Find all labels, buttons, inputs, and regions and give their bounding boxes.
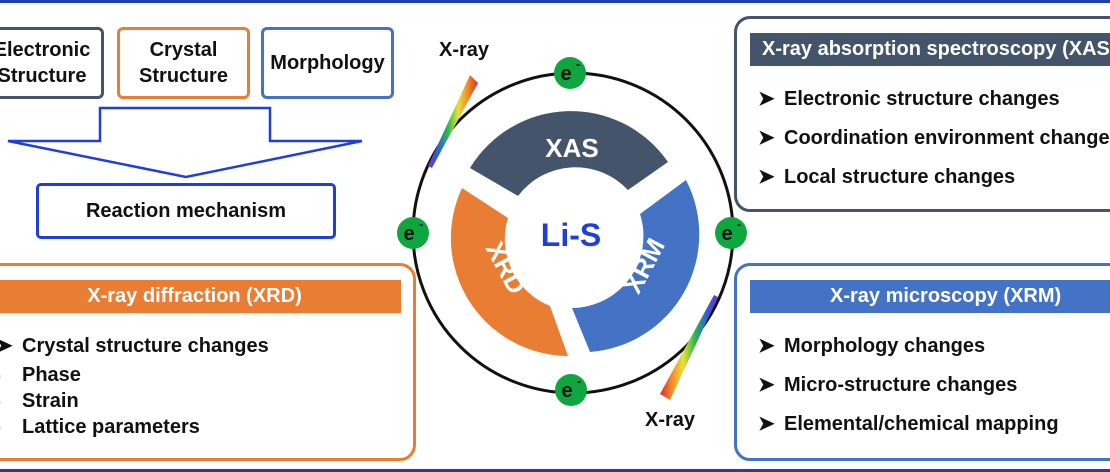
xas-segment-label: XAS <box>545 133 598 163</box>
xrm-item-text: Micro-structure changes <box>784 374 1018 396</box>
electron-label: e <box>561 380 572 402</box>
xas-segment <box>470 111 668 196</box>
xrd-sub-item: ▪Phase <box>0 364 81 387</box>
xrd-sub-text: Lattice parameters <box>22 416 200 438</box>
crystal-structure-box: Crystal Structure <box>117 27 250 99</box>
xrd-segment <box>450 188 568 356</box>
electron-label: e <box>560 63 571 85</box>
xrd-sub-item: ▪Strain <box>0 390 79 413</box>
electron-charge: - <box>737 216 742 232</box>
xas-item-text: Electronic structure changes <box>784 88 1060 110</box>
electron-label: e <box>721 223 732 245</box>
xrd-main-item: ➤ Crystal structure changes <box>0 333 269 358</box>
electron-icon: e - <box>715 216 747 249</box>
xrd-header: X-ray diffraction (XRD) <box>0 280 401 313</box>
xas-item: ➤ Coordination environment changes <box>758 125 1110 150</box>
arrowhead-bullet-icon: ➤ <box>758 335 775 357</box>
xrd-main-text: Crystal structure changes <box>22 335 269 357</box>
electronic-structure-box: Electronic Structure <box>0 27 104 99</box>
crystal-structure-label: Crystal Structure <box>139 39 228 87</box>
reaction-mechanism-box: Reaction mechanism <box>36 183 336 239</box>
xrd-title: X-ray diffraction (XRD) <box>87 285 302 307</box>
electron-charge: - <box>576 56 581 72</box>
square-bullet-icon: ▪ <box>0 420 22 436</box>
electron-icon: e - <box>554 56 586 89</box>
xrm-header: X-ray microscopy (XRM) <box>750 280 1110 313</box>
xrm-segment <box>572 180 700 352</box>
square-bullet-icon: ▪ <box>0 394 22 410</box>
center-label: Li-S <box>541 217 601 253</box>
xas-header: X-ray absorption spectroscopy (XAS) <box>750 33 1110 66</box>
xrd-sub-text: Phase <box>22 364 81 386</box>
morphology-box: Morphology <box>261 27 394 99</box>
xrm-title: X-ray microscopy (XRM) <box>830 285 1062 307</box>
arrowhead-bullet-icon: ➤ <box>758 374 775 396</box>
electron-label: e <box>403 223 414 245</box>
xray-top-label: X-ray <box>439 39 490 61</box>
square-bullet-icon: ▪ <box>0 368 22 384</box>
xrm-item-text: Morphology changes <box>784 335 986 357</box>
xas-item-text: Coordination environment changes <box>784 127 1110 149</box>
center-hub <box>517 181 627 291</box>
xrd-sub-item: ▪Lattice parameters <box>0 416 200 439</box>
arrowhead-bullet-icon: ➤ <box>758 127 775 149</box>
xas-item-text: Local structure changes <box>784 166 1016 188</box>
electron-icon: e - <box>555 373 587 406</box>
xas-item: ➤ Electronic structure changes <box>758 86 1060 111</box>
electron-charge: - <box>577 373 582 389</box>
xrm-item: ➤ Micro-structure changes <box>758 372 1017 397</box>
arrowhead-bullet-icon: ➤ <box>758 88 775 110</box>
xrm-item-text: Elemental/chemical mapping <box>784 413 1059 435</box>
xas-item: ➤ Local structure changes <box>758 164 1015 189</box>
xray-bottom-label: X-ray <box>645 409 696 431</box>
electron-icon: e - <box>397 216 429 249</box>
bottom-edge-line <box>0 469 1110 472</box>
morphology-label: Morphology <box>270 52 385 74</box>
top-edge-line <box>0 0 1110 3</box>
electronic-structure-label: Electronic Structure <box>0 39 91 87</box>
arrowhead-bullet-icon: ➤ <box>758 413 775 435</box>
reaction-mechanism-label: Reaction mechanism <box>85 200 287 222</box>
arrowhead-bullet-icon: ➤ <box>0 335 13 357</box>
xas-title: X-ray absorption spectroscopy (XAS) <box>762 38 1110 60</box>
arrowhead-bullet-icon: ➤ <box>758 166 775 188</box>
xrm-item: ➤ Elemental/chemical mapping <box>758 411 1059 436</box>
electron-charge: - <box>419 216 424 232</box>
xrd-sub-text: Strain <box>22 390 79 412</box>
xrm-item: ➤ Morphology changes <box>758 333 985 358</box>
xray-beam-bottom-icon <box>660 295 718 400</box>
xray-beam-top-icon <box>428 75 478 168</box>
